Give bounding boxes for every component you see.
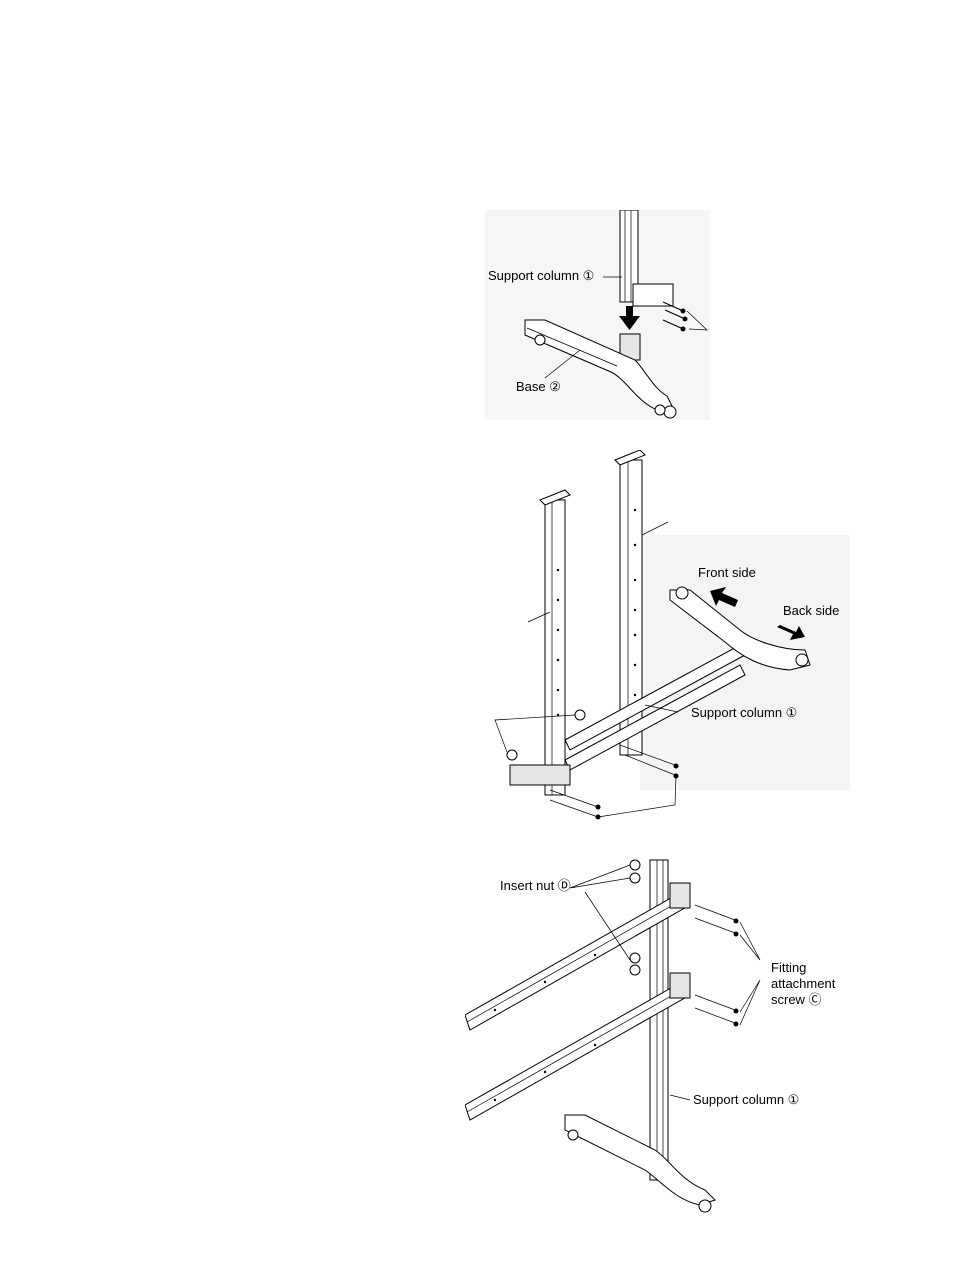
support-column-label: Support column ① xyxy=(693,1092,799,1108)
columns-beams-illustration xyxy=(490,450,850,820)
figure-columns-beams: Front side Back side Support column ① xyxy=(490,450,850,820)
insert-nut-label: Insert nut Ⓓ xyxy=(500,878,571,894)
front-side-label: Front side xyxy=(698,565,756,581)
figure-beam-assembly: Insert nut Ⓓ Fitting attachment screw Ⓒ … xyxy=(465,850,855,1220)
fitting-screw-label: Fitting attachment screw Ⓒ xyxy=(771,960,851,1008)
beam-assembly-illustration xyxy=(465,850,855,1220)
figure-column-base: Support column ① Base ② xyxy=(485,210,710,420)
base-label: Base ② xyxy=(516,379,561,395)
support-column-label: Support column ① xyxy=(691,705,797,721)
back-side-label: Back side xyxy=(783,603,839,619)
support-column-label: Support column ① xyxy=(488,268,594,284)
